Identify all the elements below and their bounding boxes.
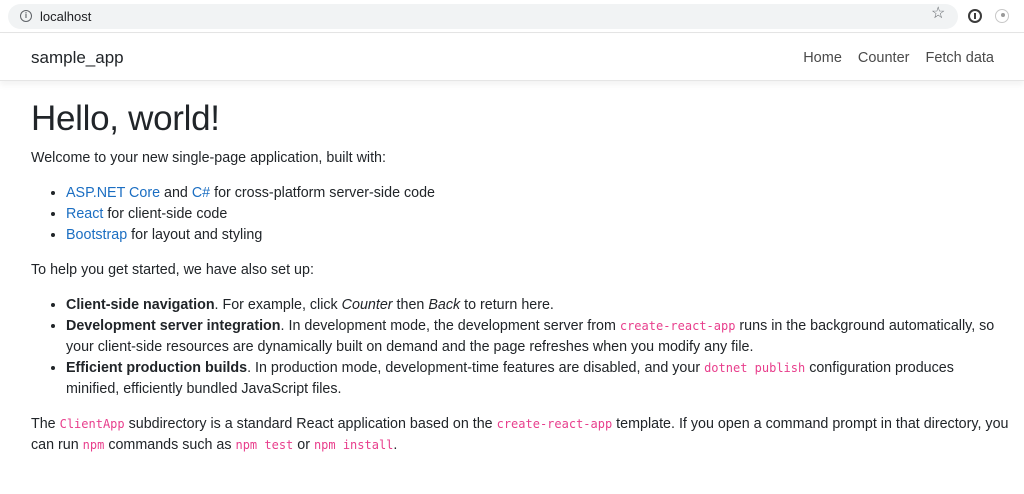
list-item: ASP.NET Core and C# for cross-platform s… bbox=[66, 183, 1011, 204]
list-item: Development server integration. In devel… bbox=[66, 316, 1011, 358]
main-content: Hello, world! Welcome to your new single… bbox=[31, 98, 1011, 470]
setup-intro-text: To help you get started, we have also se… bbox=[31, 262, 314, 278]
aspnet-core-link[interactable]: ASP.NET Core bbox=[66, 185, 161, 201]
list-item: Client-side navigation. For example, cli… bbox=[66, 295, 1011, 316]
csharp-link[interactable]: C# bbox=[191, 185, 211, 201]
code-snippet: dotnet publish bbox=[704, 361, 806, 375]
built-with-list: ASP.NET Core and C# for cross-platform s… bbox=[31, 183, 1011, 246]
features-list: Client-side navigation. For example, cli… bbox=[31, 295, 1011, 400]
code-snippet: ClientApp bbox=[59, 417, 125, 431]
code-snippet: npm test bbox=[235, 438, 294, 452]
list-item: Efficient production builds. In producti… bbox=[66, 358, 1011, 400]
nav-links: Home Counter Fetch data bbox=[803, 50, 994, 66]
code-snippet: npm bbox=[82, 438, 105, 452]
footer-text: The ClientApp subdirectory is a standard… bbox=[31, 416, 1009, 453]
nav-link-counter[interactable]: Counter bbox=[857, 50, 910, 66]
intro-text: Welcome to your new single-page applicat… bbox=[31, 150, 386, 166]
nav-link-home[interactable]: Home bbox=[803, 50, 842, 66]
nav-link-fetch-data[interactable]: Fetch data bbox=[925, 50, 994, 66]
code-snippet: create-react-app bbox=[496, 417, 613, 431]
bootstrap-link[interactable]: Bootstrap bbox=[66, 227, 128, 243]
url-text[interactable]: localhost bbox=[40, 9, 92, 24]
star-icon[interactable]: ☆ bbox=[931, 5, 946, 22]
list-item: Bootstrap for layout and styling bbox=[66, 225, 1011, 246]
page-title: Hello, world! bbox=[31, 99, 220, 138]
list-item: React for client-side code bbox=[66, 204, 1011, 225]
navbar: sample_app Home Counter Fetch data bbox=[0, 34, 1024, 81]
code-snippet: create-react-app bbox=[619, 319, 736, 333]
brand-link[interactable]: sample_app bbox=[31, 48, 124, 67]
react-link[interactable]: React bbox=[66, 206, 104, 222]
extension-icon-1[interactable] bbox=[968, 9, 982, 23]
info-icon[interactable]: i bbox=[20, 10, 32, 22]
browser-toolbar: i localhost ☆ bbox=[0, 0, 1024, 33]
code-snippet: npm install bbox=[313, 438, 394, 452]
extension-icon-2[interactable] bbox=[995, 9, 1009, 23]
address-bar[interactable]: i localhost bbox=[8, 4, 958, 29]
